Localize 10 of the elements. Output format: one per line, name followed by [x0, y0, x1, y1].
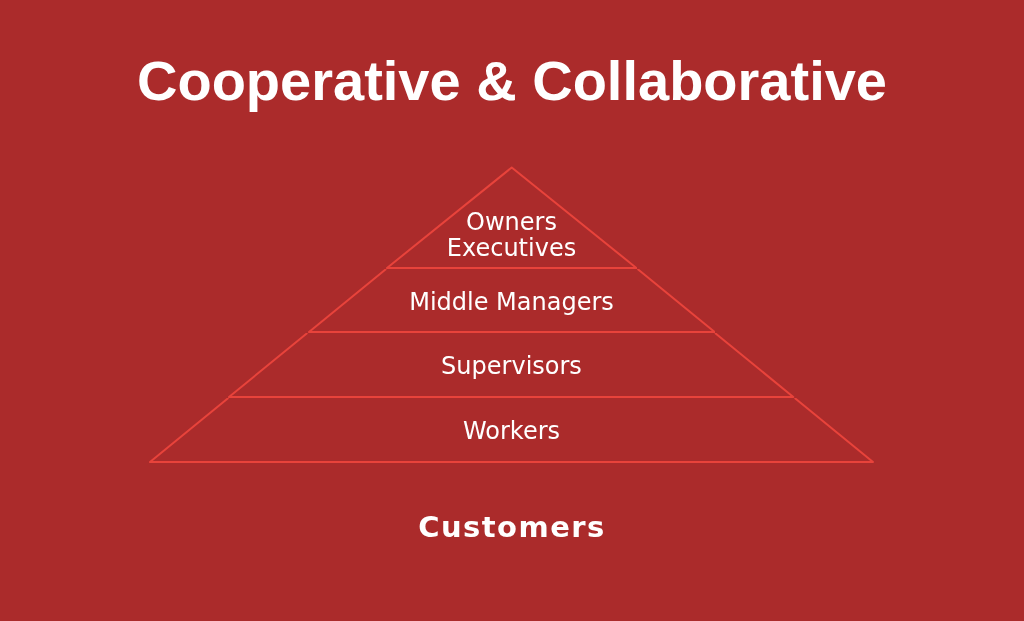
pyramid-tier [307, 269, 716, 333]
tier-label: Supervisors [441, 353, 582, 379]
pyramid-tier [149, 398, 874, 463]
tier-label: Owners Executives [446, 209, 577, 261]
tier-label: Middle Managers [409, 289, 614, 315]
tier-label: Workers [462, 418, 561, 444]
pyramid-tier [228, 333, 795, 398]
pyramid-tier [385, 166, 638, 269]
title: Cooperative & Collaborative [137, 49, 887, 113]
base-label: Customers [418, 510, 606, 544]
